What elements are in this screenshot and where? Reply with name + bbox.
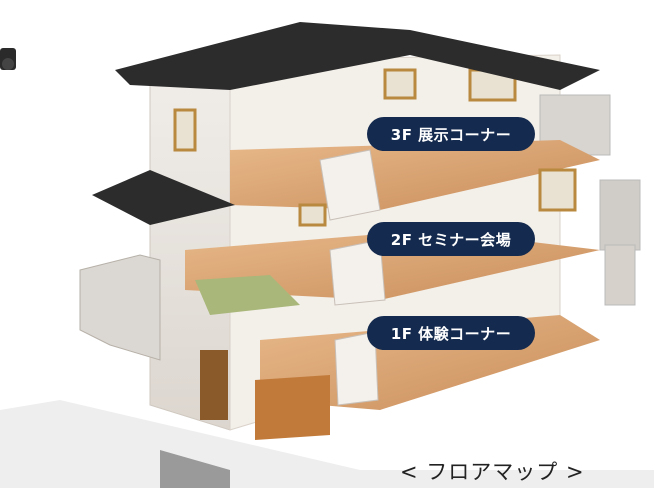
roof-main xyxy=(115,22,600,90)
camera-icon xyxy=(0,48,16,70)
entrance-door xyxy=(200,350,228,420)
floor-3 xyxy=(230,140,600,210)
floor-label-2f[interactable]: 2F セミナー会場 xyxy=(367,222,535,256)
roof-lower xyxy=(92,170,235,225)
floor-label-1f[interactable]: 1F 体験コーナー xyxy=(367,316,535,350)
floor-label-3f[interactable]: 3F 展示コーナー xyxy=(367,117,535,151)
staircase xyxy=(319,149,386,406)
ground xyxy=(0,400,654,488)
floor-map-caption: < フロアマップ > xyxy=(400,460,585,484)
balcony-left xyxy=(79,254,161,361)
windows xyxy=(173,68,577,227)
